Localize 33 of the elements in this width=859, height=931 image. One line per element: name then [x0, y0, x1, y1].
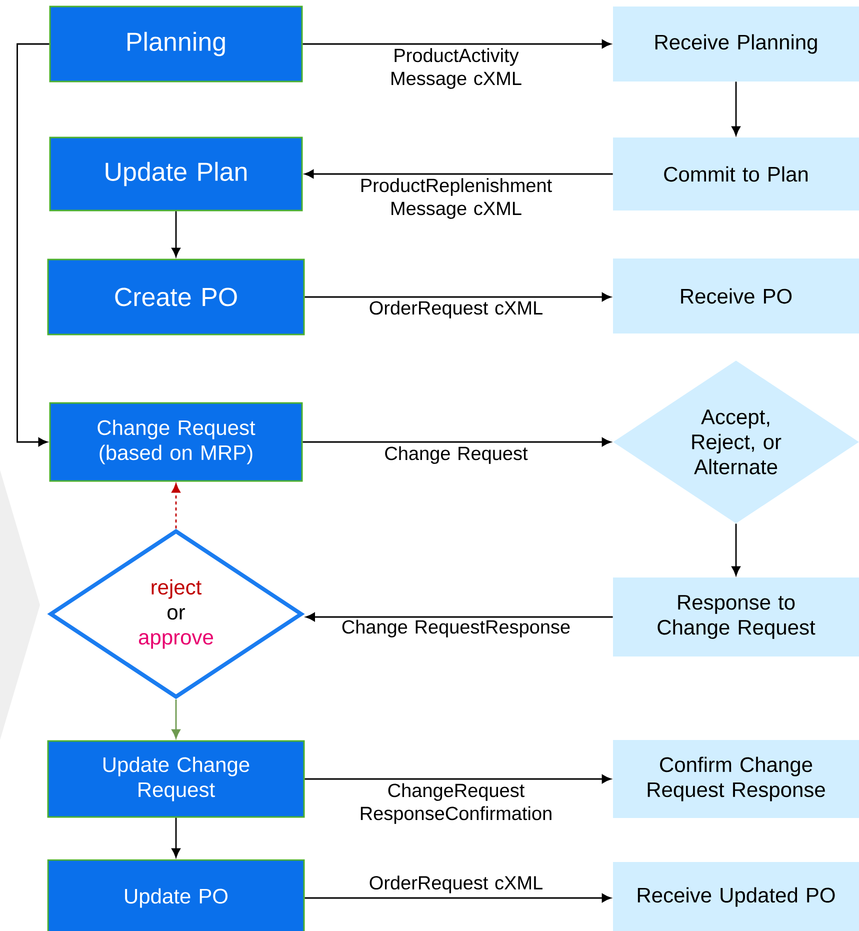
- partner-box: Commit to Plan: [613, 137, 859, 210]
- partner-box: Receive Updated PO: [613, 862, 859, 931]
- process-box: Change Request (based on MRP): [49, 402, 303, 482]
- arrow: [304, 170, 613, 178]
- arrow: [302, 438, 612, 446]
- arrow: [732, 82, 740, 136]
- edge-label: ProductReplenishment Message cXML: [361, 178, 552, 219]
- partner-box: Receive PO: [613, 258, 859, 334]
- arrow: [306, 612, 613, 622]
- arrow: [304, 894, 612, 902]
- edge-label: Change RequestResponse: [342, 620, 570, 638]
- arrow: [16, 43, 50, 446]
- arrow: [732, 524, 740, 576]
- arrow: [172, 211, 180, 258]
- edge-label: OrderRequest cXML: [370, 876, 542, 894]
- process-box: Update PO: [47, 859, 305, 931]
- partner-box: Response to Change Request: [613, 578, 859, 656]
- process-box: Update Change Request: [47, 740, 305, 818]
- edge-label: ChangeRequest ResponseConfirmation: [360, 783, 552, 824]
- process-box: Update Plan: [49, 136, 303, 212]
- edge-label: ProductActivity Message cXML: [392, 48, 522, 89]
- arrow: [172, 483, 180, 528]
- partner-box: Confirm Change Request Response: [613, 740, 859, 818]
- arrow: [302, 40, 612, 48]
- process-box: Create PO: [47, 258, 305, 336]
- edge-label: OrderRequest cXML: [370, 300, 542, 318]
- edge-label: Change Request: [385, 446, 528, 464]
- arrow: [304, 292, 612, 302]
- arrow: [172, 700, 180, 739]
- arrow: [172, 818, 180, 858]
- arrow: [304, 774, 612, 784]
- partner-box: Receive Planning: [613, 6, 859, 82]
- process-box: Planning: [49, 6, 303, 82]
